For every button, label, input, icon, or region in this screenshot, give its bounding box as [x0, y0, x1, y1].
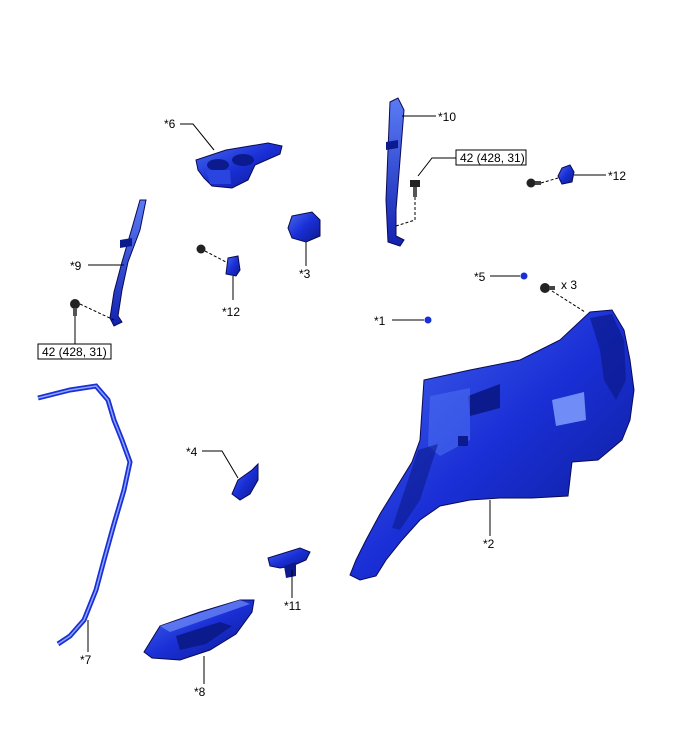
label-part-7: *7: [80, 653, 92, 667]
part-10-pillar-trim: [385, 97, 405, 247]
label-part-2: *2: [483, 537, 495, 551]
part-4-bracket: [231, 462, 259, 501]
label-part-6: *6: [164, 117, 176, 131]
part-6-cup-holder: [195, 142, 283, 189]
part-1-clip: [424, 316, 432, 324]
torque-spec-top: 42 (428, 31): [460, 151, 525, 165]
label-part-12-left: *12: [222, 305, 240, 319]
part-7-weatherstrip: [37, 383, 133, 647]
label-part-12-right: *12: [608, 169, 626, 183]
bolt-icon-left: [70, 299, 80, 316]
part-9-pillar-trim: [109, 199, 147, 327]
screw-icon-x3: [540, 283, 555, 293]
part-5-clip: [520, 272, 528, 280]
part-8-scuff-plate: [143, 599, 255, 661]
label-part-3: *3: [299, 267, 311, 281]
label-part-10: *10: [438, 110, 456, 124]
part-2-quarter-trim-panel: [349, 309, 635, 581]
label-part-9: *9: [70, 259, 82, 273]
label-part-1: *1: [374, 314, 386, 328]
label-part-5: *5: [474, 270, 486, 284]
label-part-11: *11: [284, 599, 301, 613]
screw-icon: [526, 178, 541, 188]
bolt-icon: [410, 180, 420, 197]
screw-icon-left-clip: [196, 244, 206, 254]
label-part-4: *4: [186, 445, 198, 459]
label-part-8: *8: [194, 685, 206, 699]
part-11-bracket: [267, 547, 311, 578]
torque-spec-left: 42 (428, 31): [42, 345, 107, 359]
quantity-label: x 3: [561, 278, 577, 292]
part-3-cover: [287, 211, 321, 243]
part-12-clip-left: [225, 255, 241, 277]
part-12-clip-right: [557, 164, 575, 185]
